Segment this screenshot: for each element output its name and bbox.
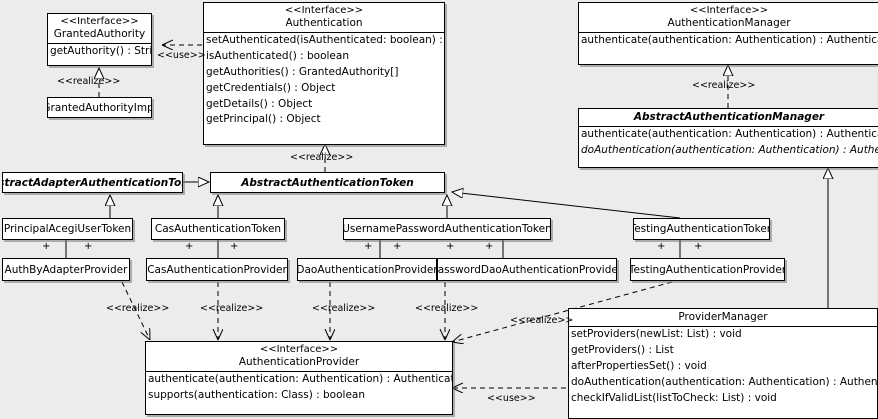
stereotype-label: <<Interface>> bbox=[284, 5, 364, 16]
class-name-label: UsernamePasswordAuthenticationToken bbox=[343, 223, 551, 235]
association-multiplicity-plus: + bbox=[230, 241, 239, 252]
class-members: authenticate(authentication: Authenticat… bbox=[579, 126, 878, 159]
edge-label-realize-abstract-authentication-token: <<realize>> bbox=[290, 152, 354, 163]
class-header: <<Interface>> AuthenticationProvider bbox=[146, 342, 452, 371]
stereotype-label: <<Interface>> bbox=[60, 16, 139, 27]
class-name-label: ProviderManager bbox=[678, 311, 768, 323]
class-password-dao-authentication-provider[interactable]: PasswordDaoAuthenticationProvider bbox=[437, 258, 617, 281]
class-name-label: DaoAuthenticationProvider bbox=[297, 263, 437, 276]
edge-label-use-granted-authority: <<use>> bbox=[157, 50, 206, 61]
class-name-label: TestingAuthenticationProvider bbox=[630, 263, 785, 276]
class-name-label: AbstractAuthenticationManager bbox=[633, 111, 825, 123]
class-cas-authentication-provider[interactable]: CasAuthenticationProvider bbox=[146, 258, 288, 281]
class-name-label: CasAuthenticationToken bbox=[154, 223, 282, 235]
member-row: doAuthentication(authentication: Authent… bbox=[581, 144, 878, 157]
class-principal-acegi-user-token[interactable]: PrincipalAcegiUserToken bbox=[2, 218, 133, 240]
association-multiplicity-plus: + bbox=[485, 241, 494, 252]
member-row: checkIfValidList(listToCheck: List) : vo… bbox=[571, 391, 777, 404]
edge-label-realize-testing-authentication-provider: <<realize>> bbox=[510, 315, 574, 326]
class-name-label: Authentication bbox=[285, 16, 363, 29]
edge-label-realize-dao-authentication-provider: <<realize>> bbox=[312, 303, 376, 314]
member-row: supports(authentication: Class) : boolea… bbox=[148, 389, 365, 402]
member-row: setAuthenticated(isAuthenticated: boolea… bbox=[206, 34, 444, 47]
member-row: authenticate(authentication: Authenticat… bbox=[581, 34, 878, 47]
stereotype-label: <<Interface>> bbox=[689, 5, 769, 16]
class-username-password-authentication-token[interactable]: UsernamePasswordAuthenticationToken bbox=[343, 218, 551, 240]
association-multiplicity-plus: + bbox=[42, 241, 51, 252]
member-row: getPrincipal() : Object bbox=[206, 113, 321, 126]
member-row: isAuthenticated() : boolean bbox=[206, 50, 349, 63]
member-row: getCredentials() : Object bbox=[206, 81, 336, 94]
class-header: <<Interface>> AuthenticationManager bbox=[579, 3, 878, 32]
class-authentication[interactable]: <<Interface>> Authentication setAuthenti… bbox=[203, 2, 445, 145]
member-row: afterPropertiesSet() : void bbox=[571, 360, 707, 373]
class-members: setAuthenticated(isAuthenticated: boolea… bbox=[204, 32, 444, 128]
class-testing-authentication-provider[interactable]: TestingAuthenticationProvider bbox=[630, 258, 785, 281]
association-multiplicity-plus: + bbox=[84, 241, 93, 252]
class-members: setProviders(newList: List) : void getPr… bbox=[569, 326, 877, 406]
class-abstract-authentication-manager[interactable]: AbstractAuthenticationManager authentica… bbox=[578, 108, 878, 168]
association-multiplicity-plus: + bbox=[657, 241, 666, 252]
class-auth-by-adapter-provider[interactable]: AuthByAdapterProvider bbox=[2, 258, 130, 281]
edge-label-use-provider-manager: <<use>> bbox=[487, 393, 536, 404]
class-name-label: GrantedAuthorityImpl bbox=[47, 101, 152, 114]
class-header: <<Interface>> Authentication bbox=[204, 3, 444, 32]
class-members: authenticate(authentication: Authenticat… bbox=[579, 32, 878, 49]
association-multiplicity-plus: + bbox=[393, 241, 402, 252]
class-testing-authentication-token[interactable]: TestingAuthenticationToken bbox=[633, 218, 770, 240]
edge-label-realize-abstract-authentication-manager: <<realize>> bbox=[692, 80, 756, 91]
class-header: ProviderManager bbox=[569, 309, 877, 326]
class-cas-authentication-token[interactable]: CasAuthenticationToken bbox=[151, 218, 285, 240]
member-row: getAuthorities() : GrantedAuthority[] bbox=[206, 65, 399, 78]
class-dao-authentication-provider[interactable]: DaoAuthenticationProvider bbox=[297, 258, 437, 281]
class-name-label: AuthByAdapterProvider bbox=[4, 263, 128, 276]
edge-label-realize-granted-authority-impl: <<realize>> bbox=[57, 76, 121, 87]
association-multiplicity-plus: + bbox=[694, 241, 703, 252]
class-granted-authority[interactable]: <<Interface>> GrantedAuthority getAuthor… bbox=[47, 13, 152, 66]
class-name-label: TestingAuthenticationToken bbox=[633, 223, 770, 235]
class-name-label: CasAuthenticationProvider bbox=[147, 263, 287, 276]
class-authentication-manager[interactable]: <<Interface>> AuthenticationManager auth… bbox=[578, 2, 878, 65]
stereotype-label: <<Interface>> bbox=[259, 344, 339, 355]
class-name-label: AuthenticationProvider bbox=[238, 355, 360, 368]
class-granted-authority-impl[interactable]: GrantedAuthorityImpl bbox=[47, 97, 152, 118]
member-row: getDetails() : Object bbox=[206, 97, 313, 110]
member-row: authenticate(authentication: Authenticat… bbox=[581, 128, 878, 141]
edge-label-realize-cas-authentication-provider: <<realize>> bbox=[200, 303, 264, 314]
class-name-label: GrantedAuthority bbox=[53, 27, 146, 40]
edge-label-realize-password-dao-authentication-provider: <<realize>> bbox=[415, 303, 479, 314]
class-name-label: PrincipalAcegiUserToken bbox=[3, 223, 132, 235]
class-members: getAuthority() : String bbox=[48, 43, 151, 60]
edge-label-realize-auth-by-adapter-provider: <<realize>> bbox=[106, 303, 170, 314]
class-members: authenticate(authentication: Authenticat… bbox=[146, 371, 452, 404]
member-row: doAuthentication(authentication: Authent… bbox=[571, 375, 877, 388]
class-abstract-adapter-authentication-token[interactable]: AbstractAdapterAuthenticationToken bbox=[2, 172, 183, 193]
member-row: getProviders() : List bbox=[571, 344, 674, 357]
member-row: setProviders(newList: List) : void bbox=[571, 328, 742, 341]
class-header: <<Interface>> GrantedAuthority bbox=[48, 14, 151, 43]
class-name-label: AuthenticationManager bbox=[667, 16, 791, 29]
class-authentication-provider[interactable]: <<Interface>> AuthenticationProvider aut… bbox=[145, 341, 453, 415]
association-multiplicity-plus: + bbox=[364, 241, 373, 252]
class-name-label: PasswordDaoAuthenticationProvider bbox=[437, 263, 617, 276]
association-multiplicity-plus: + bbox=[446, 241, 455, 252]
class-name-label: AbstractAuthenticationToken bbox=[241, 176, 414, 189]
association-multiplicity-plus: + bbox=[185, 241, 194, 252]
class-abstract-authentication-token[interactable]: AbstractAuthenticationToken bbox=[210, 172, 445, 193]
member-row: authenticate(authentication: Authenticat… bbox=[148, 373, 452, 386]
class-name-label: AbstractAdapterAuthenticationToken bbox=[3, 176, 182, 189]
class-provider-manager[interactable]: ProviderManager setProviders(newList: Li… bbox=[568, 308, 878, 419]
class-header: AbstractAuthenticationManager bbox=[579, 109, 878, 126]
member-row: getAuthority() : String bbox=[50, 45, 151, 58]
